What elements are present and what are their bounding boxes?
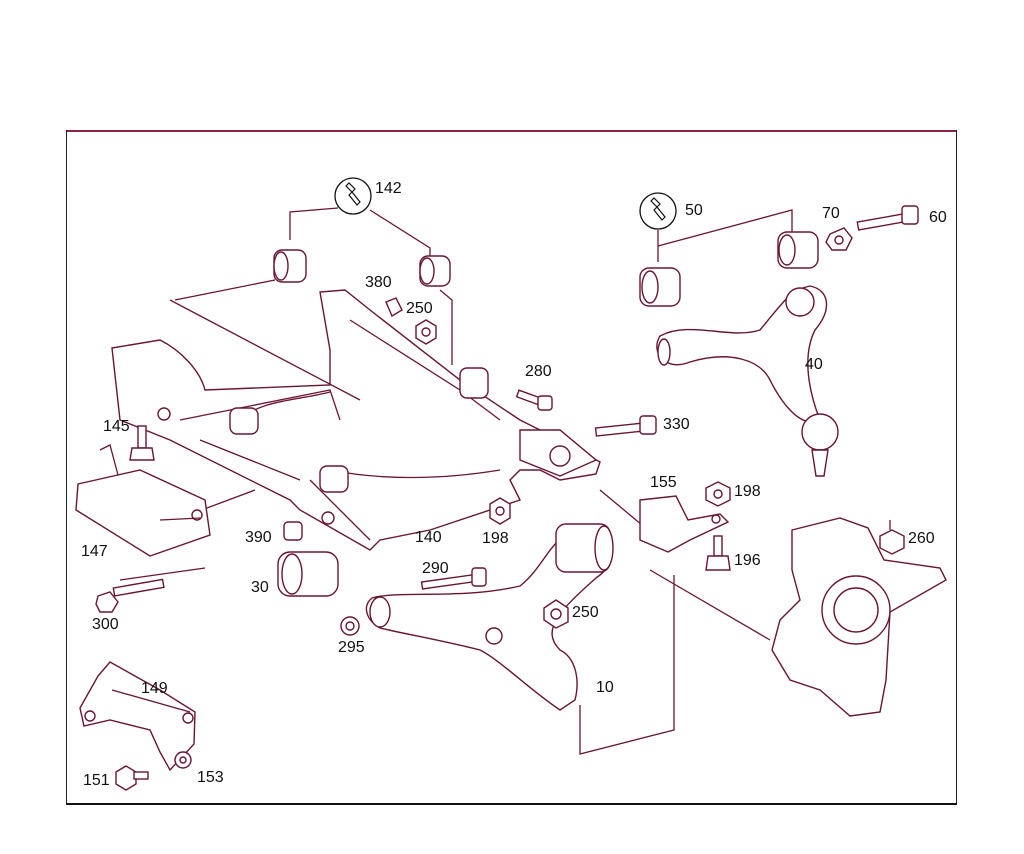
subframe-140 [111,289,601,551]
frame-border-top [66,130,957,132]
callout-155: 155 [650,474,677,491]
callout-149: 149 [141,680,168,697]
callout-280: 280 [525,363,552,380]
nut-70 [825,227,853,251]
upper-control-arm-40 [656,285,839,477]
bracket-155 [639,495,730,553]
bolt-300 [95,567,206,613]
callout-60: 60 [929,209,947,226]
bolt-151 [115,765,149,791]
callout-260: 260 [908,530,935,547]
bushing-142-left [273,249,307,283]
callout-140: 140 [415,529,442,546]
callout-147: 147 [81,543,108,560]
bushing-50-upper [777,231,819,269]
callout-250-top: 250 [406,300,433,317]
callout-50: 50 [685,202,703,219]
frame-border-bottom [66,803,957,805]
callout-198-lower: 198 [482,530,509,547]
wrench-icon [334,177,372,215]
bolt-280 [515,389,553,411]
frame-border-left [66,130,67,804]
callout-290: 290 [422,560,449,577]
washer-153 [174,751,192,769]
callout-295: 295 [338,639,365,656]
wrench-icon [639,192,677,230]
lower-control-arm-10 [365,523,675,755]
bolt-330 [594,415,657,437]
plate-149 [79,661,196,772]
callout-250-lower: 250 [572,604,599,621]
bushing-142-right [419,255,451,287]
callout-30: 30 [251,579,269,596]
nut-260 [879,529,905,555]
bolt-60 [856,205,919,231]
frame-border-right [956,130,957,804]
callout-300: 300 [92,616,119,633]
nut-198-lower [489,497,511,525]
nut-250-top [415,319,437,345]
nut-198-upper [705,481,731,507]
steering-knuckle [771,517,947,717]
callout-10: 10 [596,679,614,696]
cap-390 [283,521,303,541]
callout-390: 390 [245,529,272,546]
bracket-147 [75,444,211,557]
callout-380: 380 [365,274,392,291]
clip-380 [385,297,403,318]
bushing-50-lower [639,267,681,307]
callout-40: 40 [805,356,823,373]
bolt-145 [129,425,155,461]
bolt-196 [705,535,731,571]
bushing-30 [277,551,339,597]
callout-151: 151 [83,772,110,789]
callout-142: 142 [375,180,402,197]
nut-250-lower [543,599,569,629]
callout-145: 145 [103,418,130,435]
callout-198-upper: 198 [734,483,761,500]
callout-70: 70 [822,205,840,222]
callout-153: 153 [197,769,224,786]
callout-330: 330 [663,416,690,433]
callout-196: 196 [734,552,761,569]
washer-295 [340,616,360,636]
bolt-290 [420,567,487,590]
